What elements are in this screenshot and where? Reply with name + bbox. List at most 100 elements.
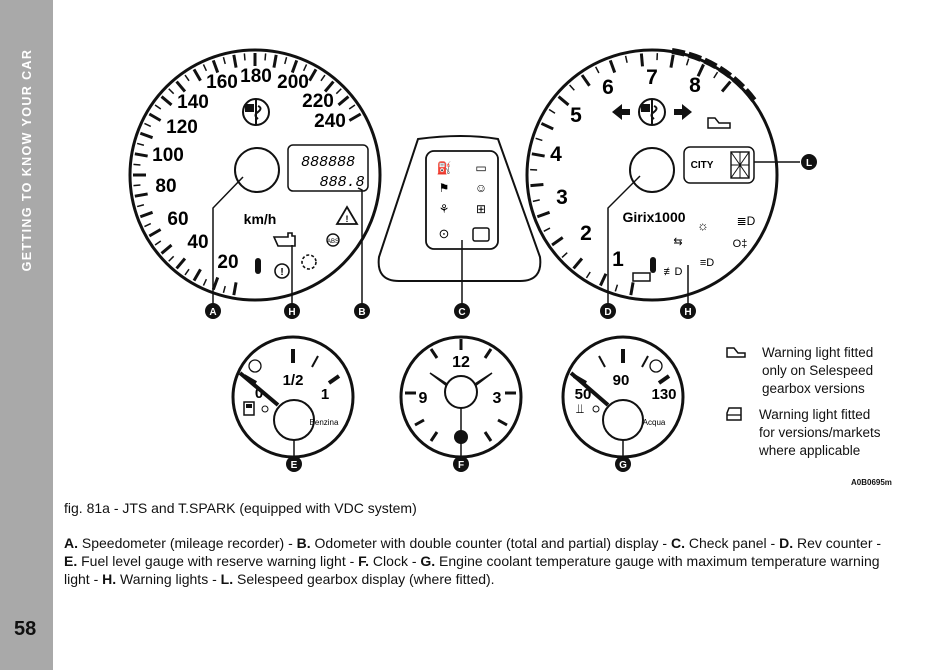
brand-logo-icon <box>242 98 270 126</box>
dial-tick <box>134 192 148 198</box>
dial-tick <box>551 236 564 247</box>
selespeed-display: CITY <box>683 146 755 184</box>
clock-label-3: 3 <box>493 390 502 407</box>
fuel-pump-icon <box>243 401 255 416</box>
dial-tick <box>175 80 187 93</box>
steering-warning-icon: ⊙ <box>439 226 450 241</box>
dial-tick <box>629 282 635 296</box>
callout-h-left: H <box>284 303 300 319</box>
callout-d: D <box>600 303 616 319</box>
rear-fog-icon: O‡ <box>733 238 748 250</box>
dial-tick <box>308 68 318 82</box>
dial-tick <box>192 68 202 82</box>
dial-tick <box>530 183 544 188</box>
dial-tick <box>720 80 732 93</box>
speedo-label-60: 60 <box>167 209 188 230</box>
dial-tick <box>232 54 238 68</box>
clock-label-9: 9 <box>419 390 428 407</box>
svg-text:F: F <box>458 460 464 471</box>
door-warning-icon <box>726 407 742 421</box>
svg-text:!: ! <box>346 214 349 224</box>
odometer-display: 888888 888.8 <box>287 144 369 192</box>
dial-tick <box>139 210 154 219</box>
rev-counter: 1 2 3 4 5 6 7 8 Girix1000 CITY ☼ ≣ <box>525 48 800 305</box>
speedo-label-160: 160 <box>206 72 238 93</box>
dial-tick <box>264 53 267 61</box>
note-line: only on Selespeed <box>762 363 874 378</box>
desc-text: Warning lights - <box>116 571 221 587</box>
dial-tick <box>222 285 226 294</box>
dial-tick <box>284 56 288 65</box>
sidebar: GETTING TO KNOW YOUR CAR 58 <box>0 0 53 670</box>
dial-tick <box>685 58 690 66</box>
desc-key: L. <box>220 571 234 587</box>
brake-warning-icon: ! <box>274 263 290 279</box>
dial-tick <box>337 95 350 107</box>
figure-caption: fig. 81a - JTS and T.SPARK (equipped wit… <box>64 500 417 516</box>
callout-b: B <box>354 303 370 319</box>
dial-tick <box>160 95 173 107</box>
dial-tick <box>713 71 719 79</box>
dial-tick <box>348 104 356 110</box>
fuel-label-half: 1/2 <box>283 372 304 389</box>
speedo-label-180: 180 <box>240 66 272 87</box>
note-door: Warning light fitted for versions/market… <box>725 406 881 460</box>
dial-tick <box>148 112 162 122</box>
clock: 12 3 9 <box>399 335 523 459</box>
dial-tick <box>202 278 208 286</box>
dial-tick <box>148 228 162 238</box>
speedo-needle-stub <box>255 258 261 274</box>
figure-description: A. Speedometer (mileage recorder) - B. O… <box>64 534 894 588</box>
odometer-partial: 888.8 <box>319 174 364 191</box>
dial-tick <box>175 257 187 270</box>
svg-text:A: A <box>209 307 216 318</box>
desc-key: F. <box>358 553 370 569</box>
coolant-gauge: 50 90 130 ⫫ Acqua <box>561 335 685 459</box>
rev-label-4: 4 <box>550 143 562 166</box>
rev-counter-scale-ticks <box>530 53 732 296</box>
door-open-icon <box>472 227 490 242</box>
dial-tick <box>557 95 570 107</box>
svg-text:C: C <box>458 307 465 318</box>
front-fog-icon: ≢D <box>664 266 683 278</box>
dial-tick <box>232 282 238 296</box>
passenger-airbag-icon: ⚘ <box>439 202 450 216</box>
dial-tick <box>202 64 208 72</box>
rev-unit: Girix1000 <box>622 209 685 225</box>
svg-text:H: H <box>684 307 691 318</box>
svg-text:E: E <box>291 460 298 471</box>
svg-text:ABS: ABS <box>327 239 339 245</box>
check-panel: ⛽ ▭ ⚑ ☺ ⚘ ⊞ ⊙ <box>377 135 542 305</box>
note-line: where applicable <box>759 443 861 458</box>
dial-tick <box>540 122 554 131</box>
desc-key: E. <box>64 553 78 569</box>
dial-tick <box>211 276 220 291</box>
desc-key: D. <box>779 535 794 551</box>
coolant-label-50: 50 <box>575 386 592 403</box>
speedo-label-80: 80 <box>155 176 176 197</box>
dial-tick <box>536 210 551 219</box>
speedo-label-40: 40 <box>187 232 208 253</box>
speedo-label-20: 20 <box>217 252 238 273</box>
desc-text: Clock - <box>369 553 421 569</box>
desc-key: H. <box>102 571 117 587</box>
trailer-indicator-icon: ⇆ <box>673 236 682 248</box>
dial-tick <box>348 112 362 122</box>
desc-key: G. <box>420 553 436 569</box>
dial-tick <box>585 271 591 279</box>
callout-g: G <box>615 456 631 472</box>
rev-label-3: 3 <box>556 186 568 209</box>
speedo-label-120: 120 <box>166 117 198 138</box>
dial-tick <box>154 104 162 110</box>
section-title: GETTING TO KNOW YOUR CAR <box>20 48 34 272</box>
dial-tick <box>561 252 568 258</box>
note-selespeed: Warning light fitted only on Selespeed g… <box>725 344 873 398</box>
dial-tick <box>133 163 141 166</box>
dial-tick <box>154 240 162 246</box>
dial-tick <box>192 268 202 282</box>
rev-label-5: 5 <box>570 104 582 127</box>
instrument-panel-figure: 20 40 60 80 100 120 140 160 180 200 220 … <box>128 48 817 472</box>
figure-code: A0B0695m <box>851 478 892 487</box>
fuel-label-full: 1 <box>321 386 329 403</box>
rev-label-2: 2 <box>580 222 592 245</box>
